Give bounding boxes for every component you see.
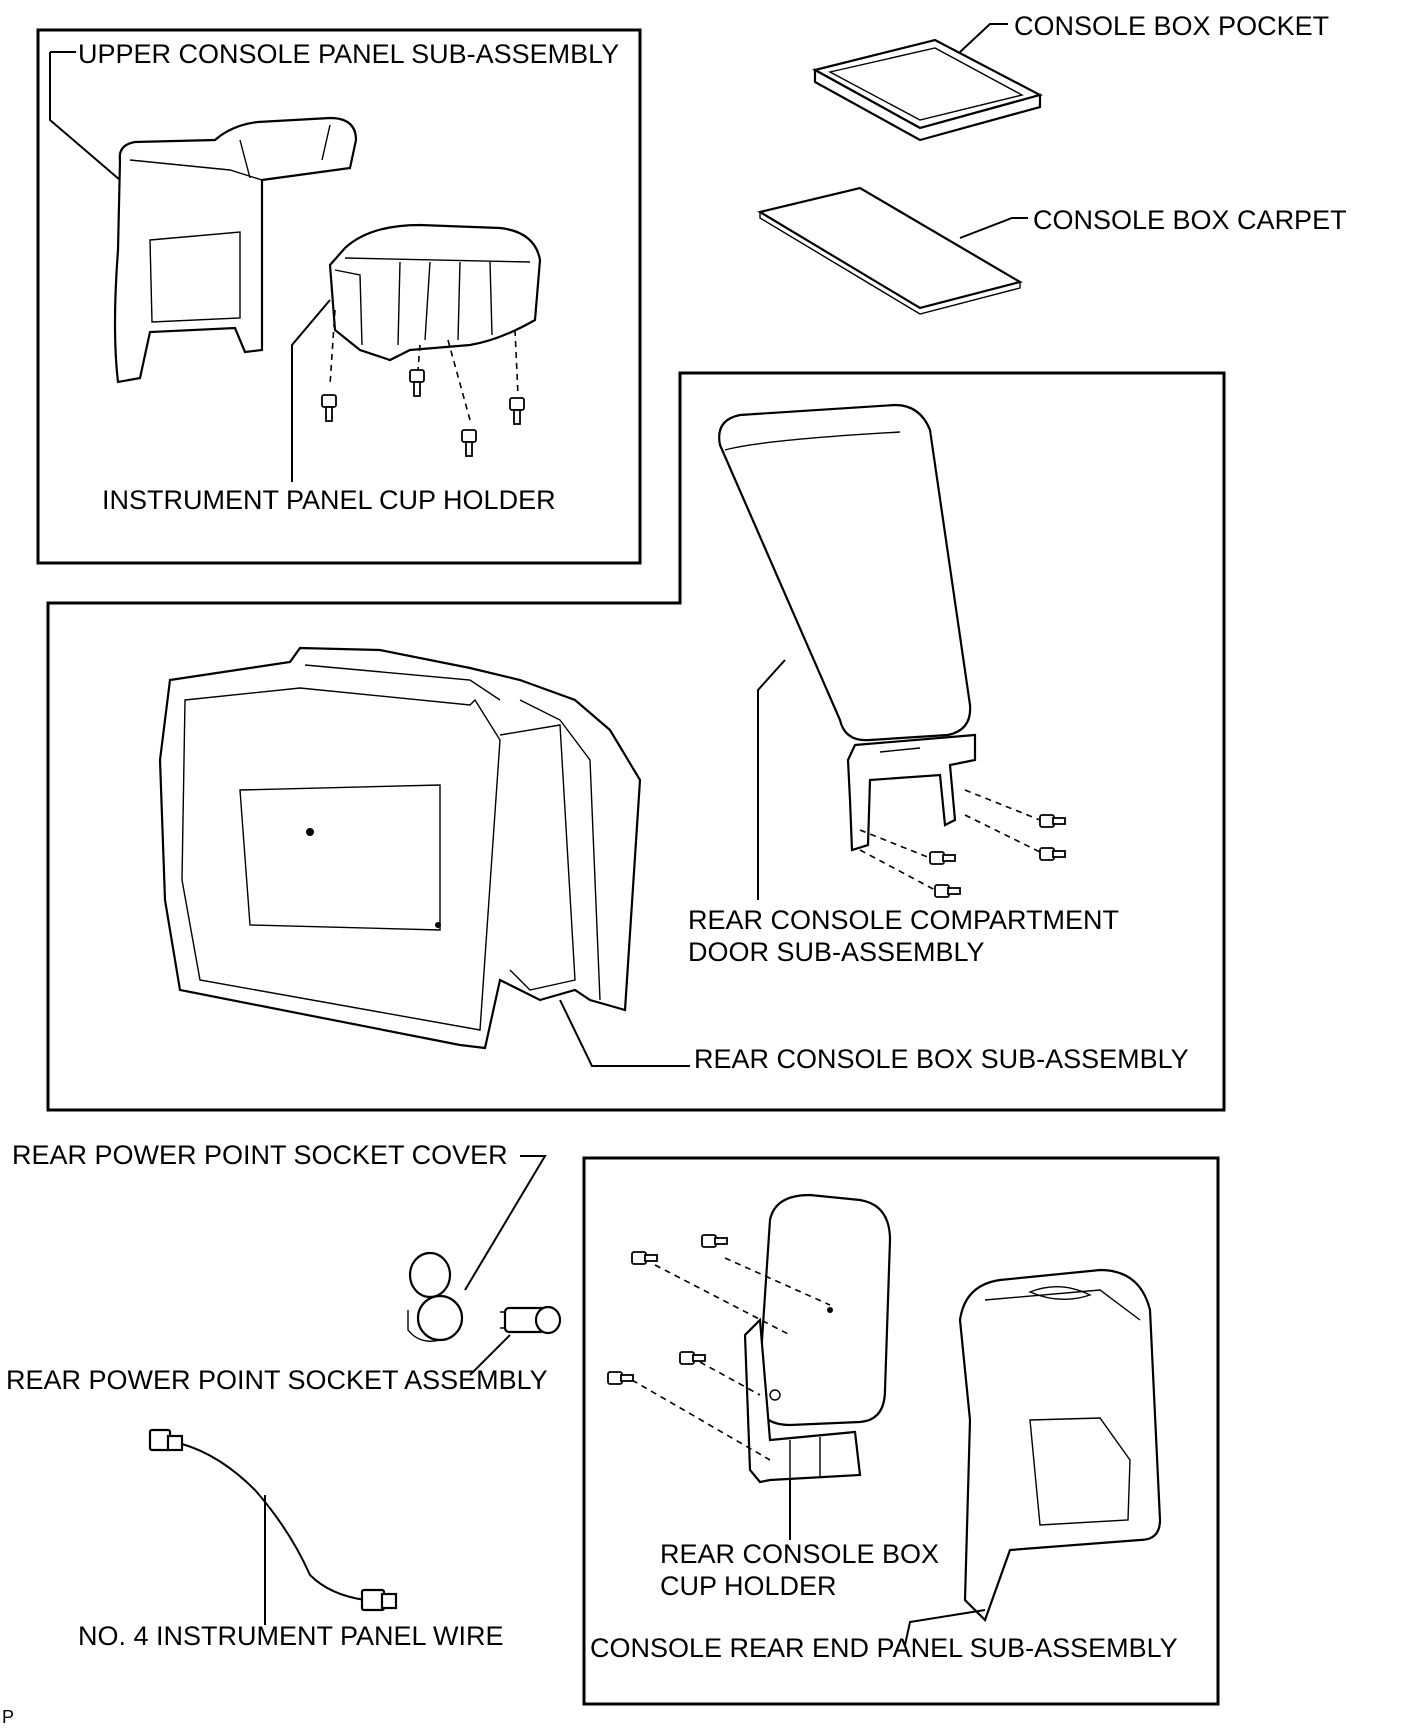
rear-console-compartment-door-part — [718, 403, 977, 852]
instrument-panel-wire-part — [148, 1428, 398, 1612]
label-rear-power-point-socket-cover: REAR POWER POINT SOCKET COVER — [12, 1140, 508, 1170]
dash-cup-3 — [699, 1361, 761, 1396]
upper-console-panel-part — [113, 116, 358, 384]
leader-cup-holder — [291, 299, 331, 482]
dash-door-3 — [859, 829, 931, 859]
leader-rear-end-panel — [904, 1609, 986, 1646]
rear-console-box-part — [158, 646, 642, 1050]
dash-door-4 — [859, 849, 936, 891]
label-upper-console-panel: UPPER CONSOLE PANEL SUB-ASSEMBLY — [78, 39, 620, 69]
dash-2 — [417, 344, 421, 371]
label-console-rear-end-panel: CONSOLE REAR END PANEL SUB-ASSEMBLY — [590, 1633, 1178, 1663]
label-console-box-pocket: CONSOLE BOX POCKET — [1014, 11, 1330, 41]
dash-cup-4 — [631, 1379, 771, 1461]
console-rear-end-panel-part — [958, 1268, 1162, 1623]
socket-assembly-part — [500, 1305, 562, 1335]
label-console-box-carpet: CONSOLE BOX CARPET — [1033, 205, 1347, 235]
socket-cover-part — [407, 1251, 464, 1342]
label-rear-console-box: REAR CONSOLE BOX SUB-ASSEMBLY — [694, 1044, 1189, 1074]
dash-door-2 — [964, 814, 1041, 853]
screws-upper — [321, 369, 525, 457]
rear-cup-holder-part — [743, 1193, 892, 1484]
dash-4 — [514, 329, 519, 396]
frame-upper-console — [36, 28, 642, 565]
label-rear-console-box-cup-holder-2: CUP HOLDER — [660, 1571, 837, 1601]
label-instrument-panel-cup-holder: INSTRUMENT PANEL CUP HOLDER — [102, 485, 556, 515]
leader-upper-console-2 — [49, 52, 121, 181]
console-box-pocket-part — [812, 38, 1043, 142]
dash-cup-2 — [654, 1264, 791, 1336]
screws-cup-holder — [607, 1234, 728, 1385]
dash-1 — [329, 309, 336, 386]
label-rear-console-compartment-door-1: REAR CONSOLE COMPARTMENT — [688, 905, 1120, 935]
screws-door — [929, 814, 1066, 898]
dash-cup-1 — [724, 1257, 831, 1306]
dash-3 — [447, 339, 471, 421]
leader-rear-console-box — [559, 999, 690, 1067]
instrument-panel-cup-holder-part — [328, 223, 542, 362]
corner-code: P — [2, 1707, 15, 1727]
dash-door-1 — [964, 789, 1041, 821]
leader-socket-cover — [464, 1155, 547, 1291]
label-rear-console-box-cup-holder-1: REAR CONSOLE BOX — [660, 1539, 940, 1569]
leader-socket-assembly — [469, 1334, 511, 1376]
label-rear-console-compartment-door-2: DOOR SUB-ASSEMBLY — [688, 937, 985, 967]
console-box-carpet-part — [757, 186, 1023, 315]
frame-rear-end-panel — [582, 1156, 1220, 1706]
leader-carpet — [959, 217, 1028, 239]
frame-rear-console — [46, 371, 1226, 1112]
label-no4-instrument-panel-wire: NO. 4 INSTRUMENT PANEL WIRE — [78, 1621, 504, 1651]
leader-pocket — [959, 23, 1008, 53]
label-rear-power-point-socket-assembly: REAR POWER POINT SOCKET ASSEMBLY — [6, 1365, 548, 1395]
leader-door — [757, 659, 786, 900]
